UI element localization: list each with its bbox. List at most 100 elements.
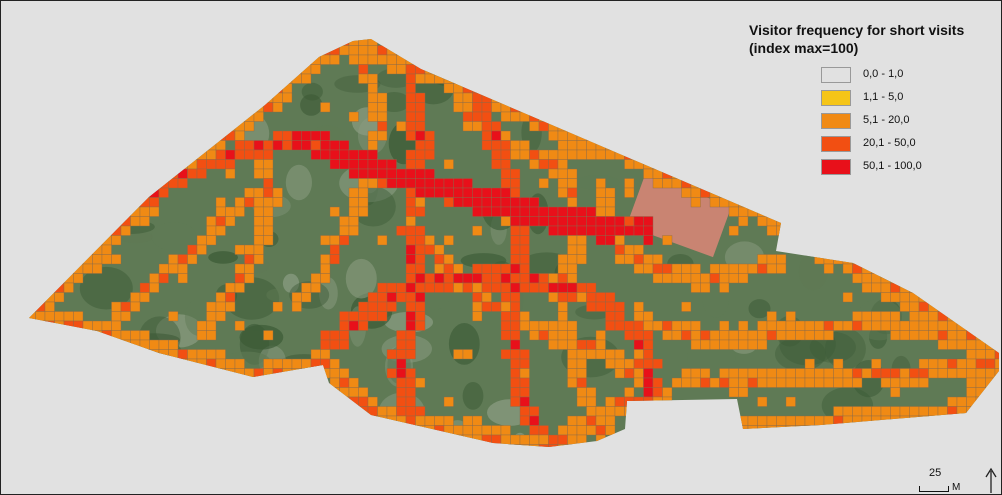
- frequency-cell: [111, 235, 122, 246]
- frequency-cell: [329, 387, 340, 398]
- frequency-cell: [747, 330, 758, 341]
- frequency-cell: [719, 187, 730, 198]
- frequency-cell: [757, 425, 768, 436]
- frequency-cell: [909, 406, 920, 417]
- frequency-cell: [709, 377, 720, 388]
- frequency-cell: [367, 102, 378, 113]
- frequency-cell: [367, 311, 378, 322]
- frequency-cell: [842, 263, 853, 274]
- frequency-cell: [310, 358, 321, 369]
- frequency-cell: [443, 64, 454, 75]
- frequency-cell: [548, 339, 559, 350]
- frequency-cell: [738, 368, 749, 379]
- frequency-cell: [168, 358, 179, 369]
- frequency-cell: [329, 406, 340, 417]
- frequency-cell: [937, 406, 948, 417]
- frequency-cell: [358, 406, 369, 417]
- frequency-cell: [700, 330, 711, 341]
- frequency-cell: [548, 168, 559, 179]
- frequency-cell: [35, 320, 46, 331]
- tree-patch: [100, 43, 135, 78]
- frequency-cell: [462, 197, 473, 208]
- frequency-cell: [35, 282, 46, 293]
- frequency-cell: [643, 216, 654, 227]
- frequency-cell: [234, 263, 245, 274]
- frequency-cell: [29, 301, 36, 312]
- frequency-cell: [605, 301, 616, 312]
- frequency-cell: [329, 149, 340, 160]
- frequency-cell: [624, 254, 635, 265]
- frequency-cell: [633, 339, 644, 350]
- frequency-cell: [500, 263, 511, 274]
- frequency-cell: [918, 330, 929, 341]
- frequency-cell: [538, 282, 549, 293]
- frequency-cell: [890, 320, 901, 331]
- frequency-cell: [709, 415, 720, 426]
- frequency-cell: [215, 301, 226, 312]
- frequency-cell: [491, 263, 502, 274]
- frequency-cell: [823, 254, 834, 265]
- frequency-cell: [557, 130, 568, 141]
- frequency-cell: [776, 377, 787, 388]
- frequency-cell: [966, 368, 977, 379]
- frequency-cell: [719, 263, 730, 274]
- frequency-cell: [415, 206, 426, 217]
- frequency-cell: [481, 434, 492, 445]
- frequency-cell: [861, 273, 872, 284]
- frequency-cell: [918, 311, 929, 322]
- frequency-cell: [139, 197, 150, 208]
- frequency-cell: [595, 216, 606, 227]
- frequency-cell: [405, 216, 416, 227]
- frequency-cell: [434, 73, 445, 84]
- frequency-cell: [605, 225, 616, 236]
- frequency-cell: [339, 216, 350, 227]
- frequency-cell: [605, 396, 616, 407]
- frequency-cell: [776, 225, 787, 236]
- frequency-cell: [548, 444, 559, 447]
- frequency-cell: [206, 140, 217, 151]
- frequency-cell: [225, 358, 236, 369]
- frequency-cell: [244, 244, 255, 255]
- frequency-cell: [738, 197, 749, 208]
- frequency-cell: [529, 102, 540, 113]
- frequency-cell: [567, 292, 578, 303]
- frequency-cell: [481, 282, 492, 293]
- frequency-cell: [367, 73, 378, 84]
- frequency-cell: [54, 339, 65, 350]
- frequency-cell: [405, 54, 416, 65]
- frequency-cell: [282, 73, 293, 84]
- frequency-cell: [643, 225, 654, 236]
- frequency-cell: [396, 178, 407, 189]
- frequency-cell: [130, 216, 141, 227]
- frequency-cell: [548, 206, 559, 217]
- frequency-cell: [567, 377, 578, 388]
- tree-patch: [669, 74, 719, 103]
- frequency-cell: [405, 225, 416, 236]
- frequency-cell: [405, 244, 416, 255]
- frequency-cell: [985, 377, 996, 388]
- frequency-cell: [700, 406, 711, 417]
- frequency-cell: [510, 244, 521, 255]
- frequency-cell: [168, 339, 179, 350]
- frequency-cell: [994, 358, 999, 369]
- frequency-cell: [595, 235, 606, 246]
- frequency-cell: [120, 178, 131, 189]
- frequency-cell: [367, 415, 378, 426]
- frequency-cell: [92, 254, 103, 265]
- frequency-cell: [795, 415, 806, 426]
- frequency-cell: [586, 415, 597, 426]
- frequency-cell: [63, 282, 74, 293]
- frequency-cell: [557, 121, 568, 132]
- tree-patch: [98, 58, 123, 80]
- frequency-cell: [576, 377, 587, 388]
- frequency-cell: [415, 168, 426, 179]
- frequency-cell: [301, 292, 312, 303]
- frequency-cell: [918, 406, 929, 417]
- frequency-cell: [633, 406, 644, 417]
- frequency-cell: [519, 377, 530, 388]
- frequency-cell: [728, 225, 739, 236]
- tree-patch: [29, 80, 61, 109]
- frequency-cell: [586, 425, 597, 436]
